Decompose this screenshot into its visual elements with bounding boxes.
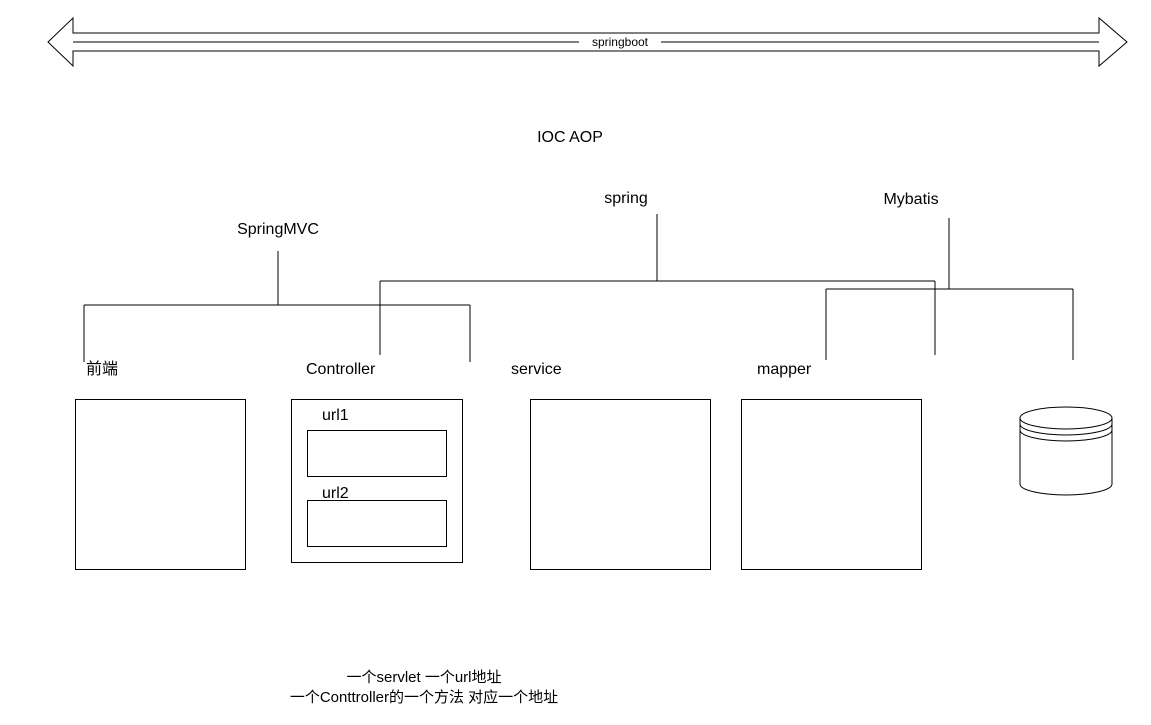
frontend-box xyxy=(75,399,246,570)
springmvc-connector xyxy=(83,251,471,362)
springboot-label: springboot xyxy=(592,35,649,49)
service-label: service xyxy=(511,361,562,378)
url2-box xyxy=(307,500,447,547)
service-box xyxy=(530,399,711,570)
mapper-label: mapper xyxy=(757,361,812,378)
mybatis-label: Mybatis xyxy=(883,191,938,208)
url2-label: url2 xyxy=(322,485,349,502)
mybatis-connector xyxy=(825,218,1074,360)
controller-label: Controller xyxy=(306,361,376,378)
springmvc-label: SpringMVC xyxy=(237,221,319,238)
database-icon xyxy=(1019,406,1113,496)
note-line-1: 一个servlet 一个url地址 xyxy=(346,669,501,686)
mapper-box xyxy=(741,399,922,570)
spring-label: spring xyxy=(604,190,648,207)
url1-label: url1 xyxy=(322,407,349,424)
note-line-2: 一个Conttroller的一个方法 对应一个地址 xyxy=(290,688,558,706)
frontend-label: 前端 xyxy=(86,360,118,378)
url1-box xyxy=(307,430,447,477)
spring-connector xyxy=(379,214,936,355)
ioc-aop-label: IOC AOP xyxy=(537,129,603,146)
springboot-arrow: springboot xyxy=(47,16,1128,68)
